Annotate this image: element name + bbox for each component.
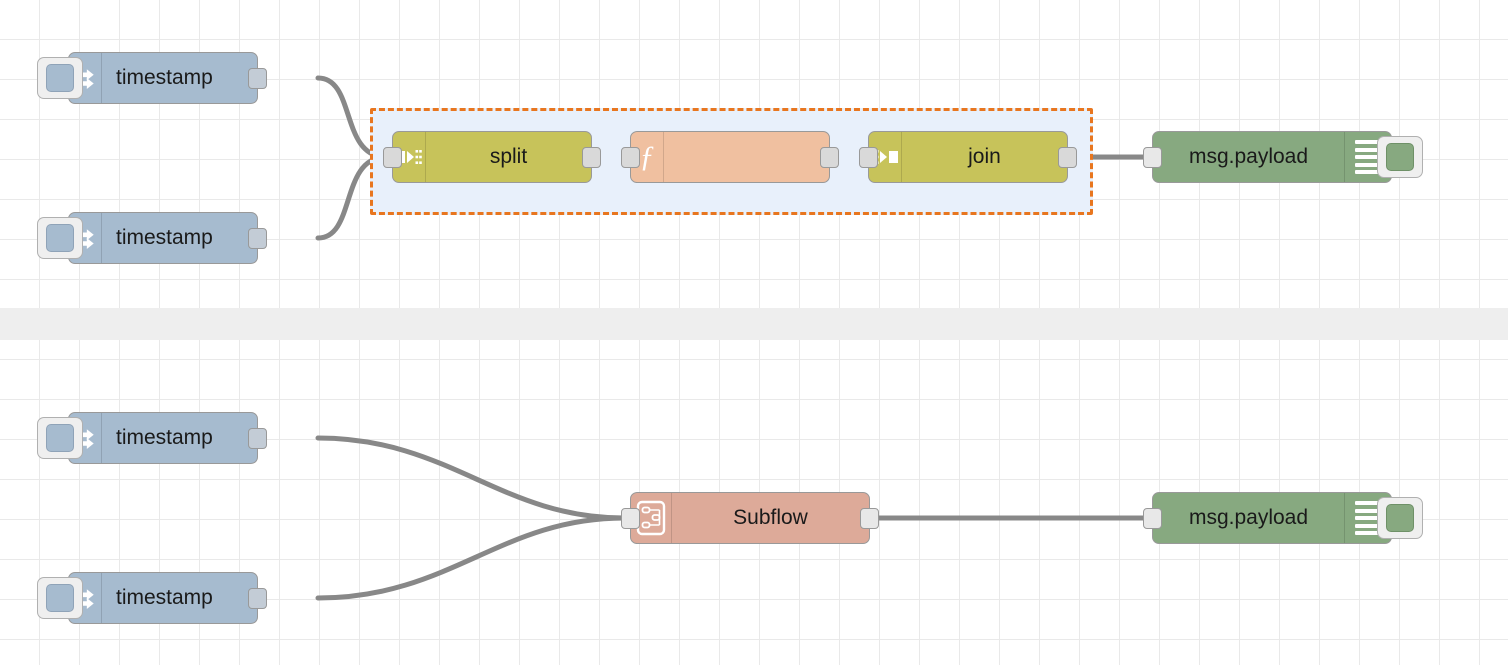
node-inject-timestamp-3[interactable]: timestamp (37, 412, 267, 464)
inject-node-label: timestamp (116, 426, 213, 449)
inject-trigger-button-inner (46, 584, 74, 612)
node-inject-timestamp-2[interactable]: timestamp (37, 212, 267, 264)
svg-text:ƒ: ƒ (640, 141, 655, 173)
output-port[interactable] (582, 147, 601, 168)
node-inject-timestamp-4[interactable]: timestamp (37, 572, 267, 624)
debug-toggle-button-inner (1386, 143, 1414, 171)
subflow-node-label: Subflow (733, 506, 808, 529)
output-port[interactable] (248, 228, 267, 249)
debug-node-label: msg.payload (1188, 506, 1309, 529)
node-split[interactable]: split (383, 131, 601, 183)
output-port[interactable] (248, 588, 267, 609)
input-port[interactable] (1143, 508, 1162, 529)
output-port[interactable] (1058, 147, 1077, 168)
wire-inject3-to-subflow (315, 435, 627, 521)
inject-arrow-icon (69, 213, 102, 263)
output-port[interactable] (248, 428, 267, 449)
split-node-label: split (489, 145, 528, 168)
output-port[interactable] (820, 147, 839, 168)
output-port[interactable] (860, 508, 879, 529)
node-debug-1[interactable]: msg.payload (1143, 131, 1423, 183)
function-icon: ƒ (631, 132, 664, 182)
input-port[interactable] (383, 147, 402, 168)
debug-toggle-button-inner (1386, 504, 1414, 532)
inject-node-label: timestamp (116, 226, 213, 249)
join-node-label: join (968, 145, 1001, 168)
node-debug-2[interactable]: msg.payload (1143, 492, 1423, 544)
debug-bars-icon (1344, 132, 1391, 182)
input-port[interactable] (621, 147, 640, 168)
inject-arrow-icon (69, 413, 102, 463)
inject-trigger-button-inner (46, 64, 74, 92)
node-function[interactable]: ƒ (621, 131, 839, 183)
inject-trigger-button-inner (46, 424, 74, 452)
input-port[interactable] (1143, 147, 1162, 168)
node-inject-timestamp-1[interactable]: timestamp (37, 52, 267, 104)
output-port[interactable] (248, 68, 267, 89)
wire-inject4-to-subflow (315, 515, 627, 601)
input-port[interactable] (859, 147, 878, 168)
debug-bars-icon (1344, 493, 1391, 543)
inject-arrow-icon (69, 573, 102, 623)
flow-divider (0, 308, 1508, 340)
inject-trigger-button-2[interactable] (37, 217, 83, 259)
inject-trigger-button-inner (46, 224, 74, 252)
debug-toggle-button-2[interactable] (1377, 497, 1423, 539)
node-join[interactable]: join (859, 131, 1077, 183)
node-subflow[interactable]: Subflow (621, 492, 879, 544)
debug-node-label: msg.payload (1188, 145, 1309, 168)
inject-trigger-button-1[interactable] (37, 57, 83, 99)
inject-arrow-icon (69, 53, 102, 103)
inject-trigger-button-3[interactable] (37, 417, 83, 459)
debug-toggle-button-1[interactable] (1377, 136, 1423, 178)
input-port[interactable] (621, 508, 640, 529)
inject-node-label: timestamp (116, 586, 213, 609)
inject-node-label: timestamp (116, 66, 213, 89)
inject-trigger-button-4[interactable] (37, 577, 83, 619)
